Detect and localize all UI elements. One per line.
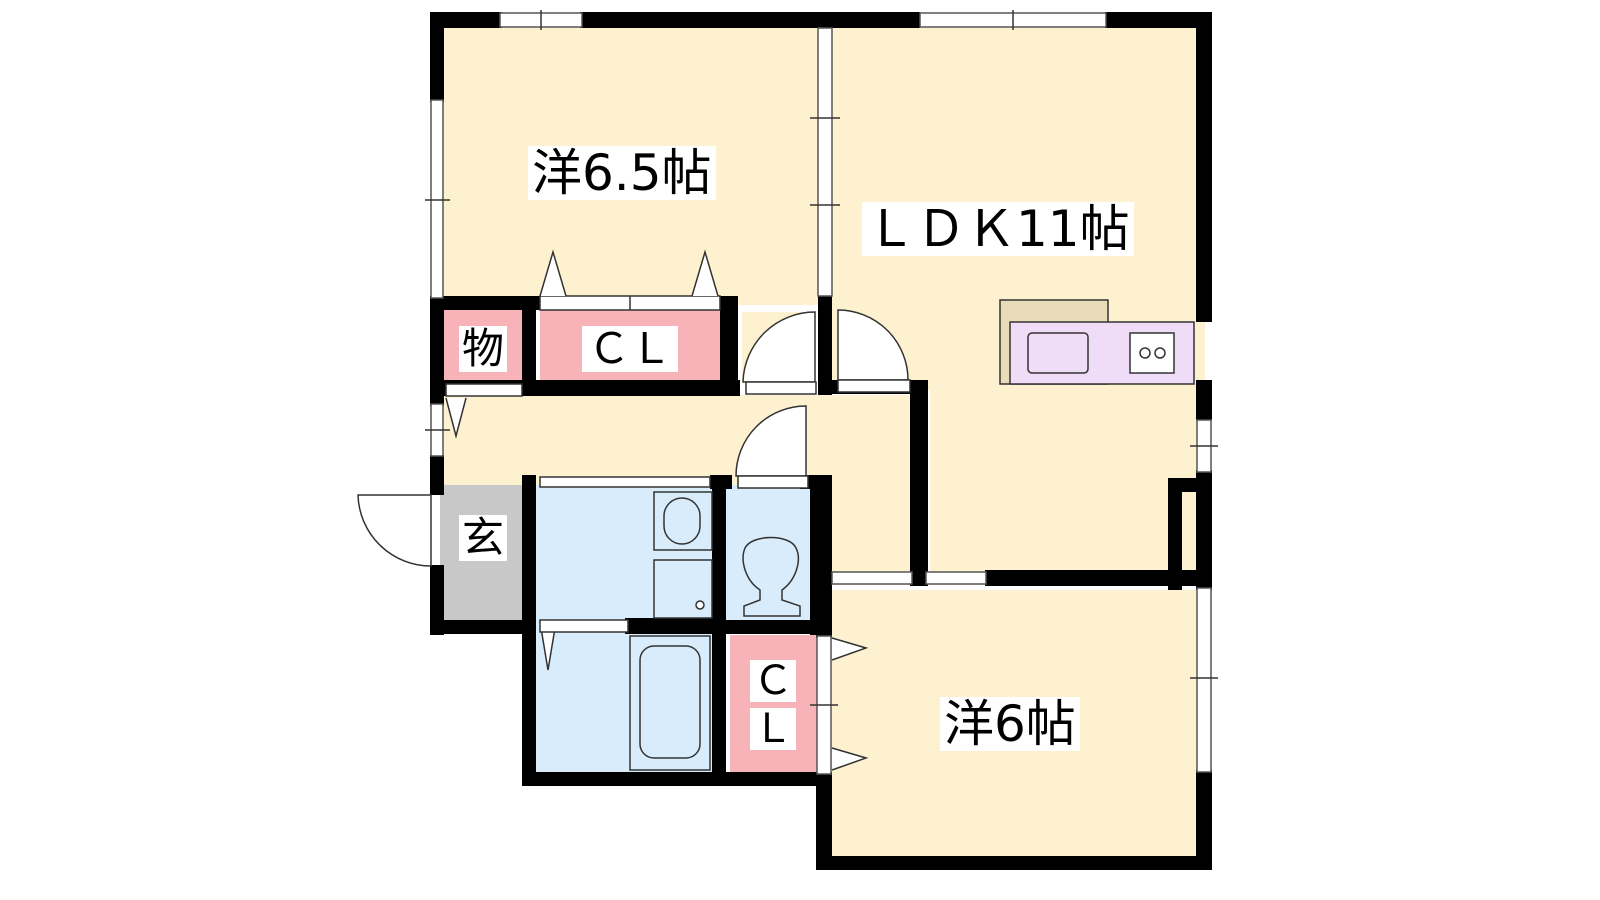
- wall-toilet-right: [810, 475, 832, 635]
- folding-doors: [445, 249, 911, 771]
- wall-bath-mid: [625, 618, 725, 634]
- room-label-western-6: 洋6帖: [940, 697, 1080, 751]
- room-label-closet-small-c: Ｃ: [750, 660, 796, 702]
- window-mullions: [425, 10, 1218, 706]
- wall-entrance-bottom: [430, 620, 535, 634]
- door-swings: [357, 309, 909, 567]
- washbasin-bowl: [663, 497, 701, 545]
- wall-ldk-hall: [910, 380, 928, 586]
- room-label-western-6-5: 洋6.5帖: [528, 146, 716, 200]
- bathtub-inner: [639, 645, 701, 759]
- closet-small: [730, 635, 820, 775]
- door-entrance-arc: [357, 494, 432, 567]
- wall-closet-right: [720, 296, 738, 396]
- wall-top-right: [1105, 12, 1212, 28]
- room-label-ldk: ＬＤＫ11帖: [862, 202, 1134, 256]
- wall-wash-top: [522, 475, 536, 635]
- kitchen: [999, 299, 1195, 385]
- window-divider: [817, 27, 833, 297]
- hallway-lower: [830, 485, 925, 585]
- kitchen-sink: [1027, 332, 1089, 374]
- wall-w6-left: [816, 772, 832, 870]
- washing-machine: [653, 559, 713, 619]
- toilet: [742, 536, 801, 617]
- window-right-w6: [1196, 587, 1212, 773]
- wall-w6-bottom: [816, 856, 1212, 870]
- wall-top-left: [430, 12, 502, 28]
- hallway: [440, 395, 925, 485]
- wall-rooms-divider: [818, 295, 832, 395]
- room-label-closet-small-l: Ｌ: [750, 708, 796, 750]
- window-ldk-w6-slide: [925, 571, 987, 585]
- wall-right-mid: [1196, 380, 1212, 420]
- wall-pillar-right2: [1168, 478, 1182, 590]
- room-label-storage: 物: [459, 326, 508, 372]
- door-hall-w6: [831, 571, 913, 585]
- wall-right-mid2: [1196, 470, 1212, 590]
- wall-top-mid: [580, 12, 920, 28]
- stove-burner-right: [1154, 347, 1166, 359]
- wall-bath-left: [522, 620, 536, 785]
- wall-right-lower: [1196, 770, 1212, 870]
- kitchen-stove: [1129, 332, 1175, 374]
- wall-closet-small-right: [816, 620, 832, 638]
- wall-right-top: [1196, 12, 1212, 322]
- wall-left-top: [430, 12, 444, 102]
- wall-bath-bottom: [522, 772, 832, 786]
- wall-closet-top: [430, 296, 540, 310]
- wall-ldk-w6: [985, 570, 1212, 586]
- wall-left-mid: [430, 296, 444, 406]
- wall-storage-divider: [522, 310, 536, 392]
- wall-closet-small-top: [712, 620, 832, 634]
- fixtures: [629, 491, 801, 771]
- ldk-room-lower: [930, 390, 1205, 585]
- window-left: [430, 99, 444, 299]
- room-label-closet-top: ＣＬ: [582, 326, 679, 372]
- stove-burner-left: [1139, 347, 1151, 359]
- door-bedroom1-arc: [742, 311, 816, 383]
- door-ldk-arc: [837, 309, 909, 381]
- door-toilet-arc: [735, 405, 807, 477]
- wall-left-bottom: [430, 565, 444, 635]
- wall-left-mid2: [430, 455, 444, 495]
- room-label-entrance: 玄: [459, 515, 508, 561]
